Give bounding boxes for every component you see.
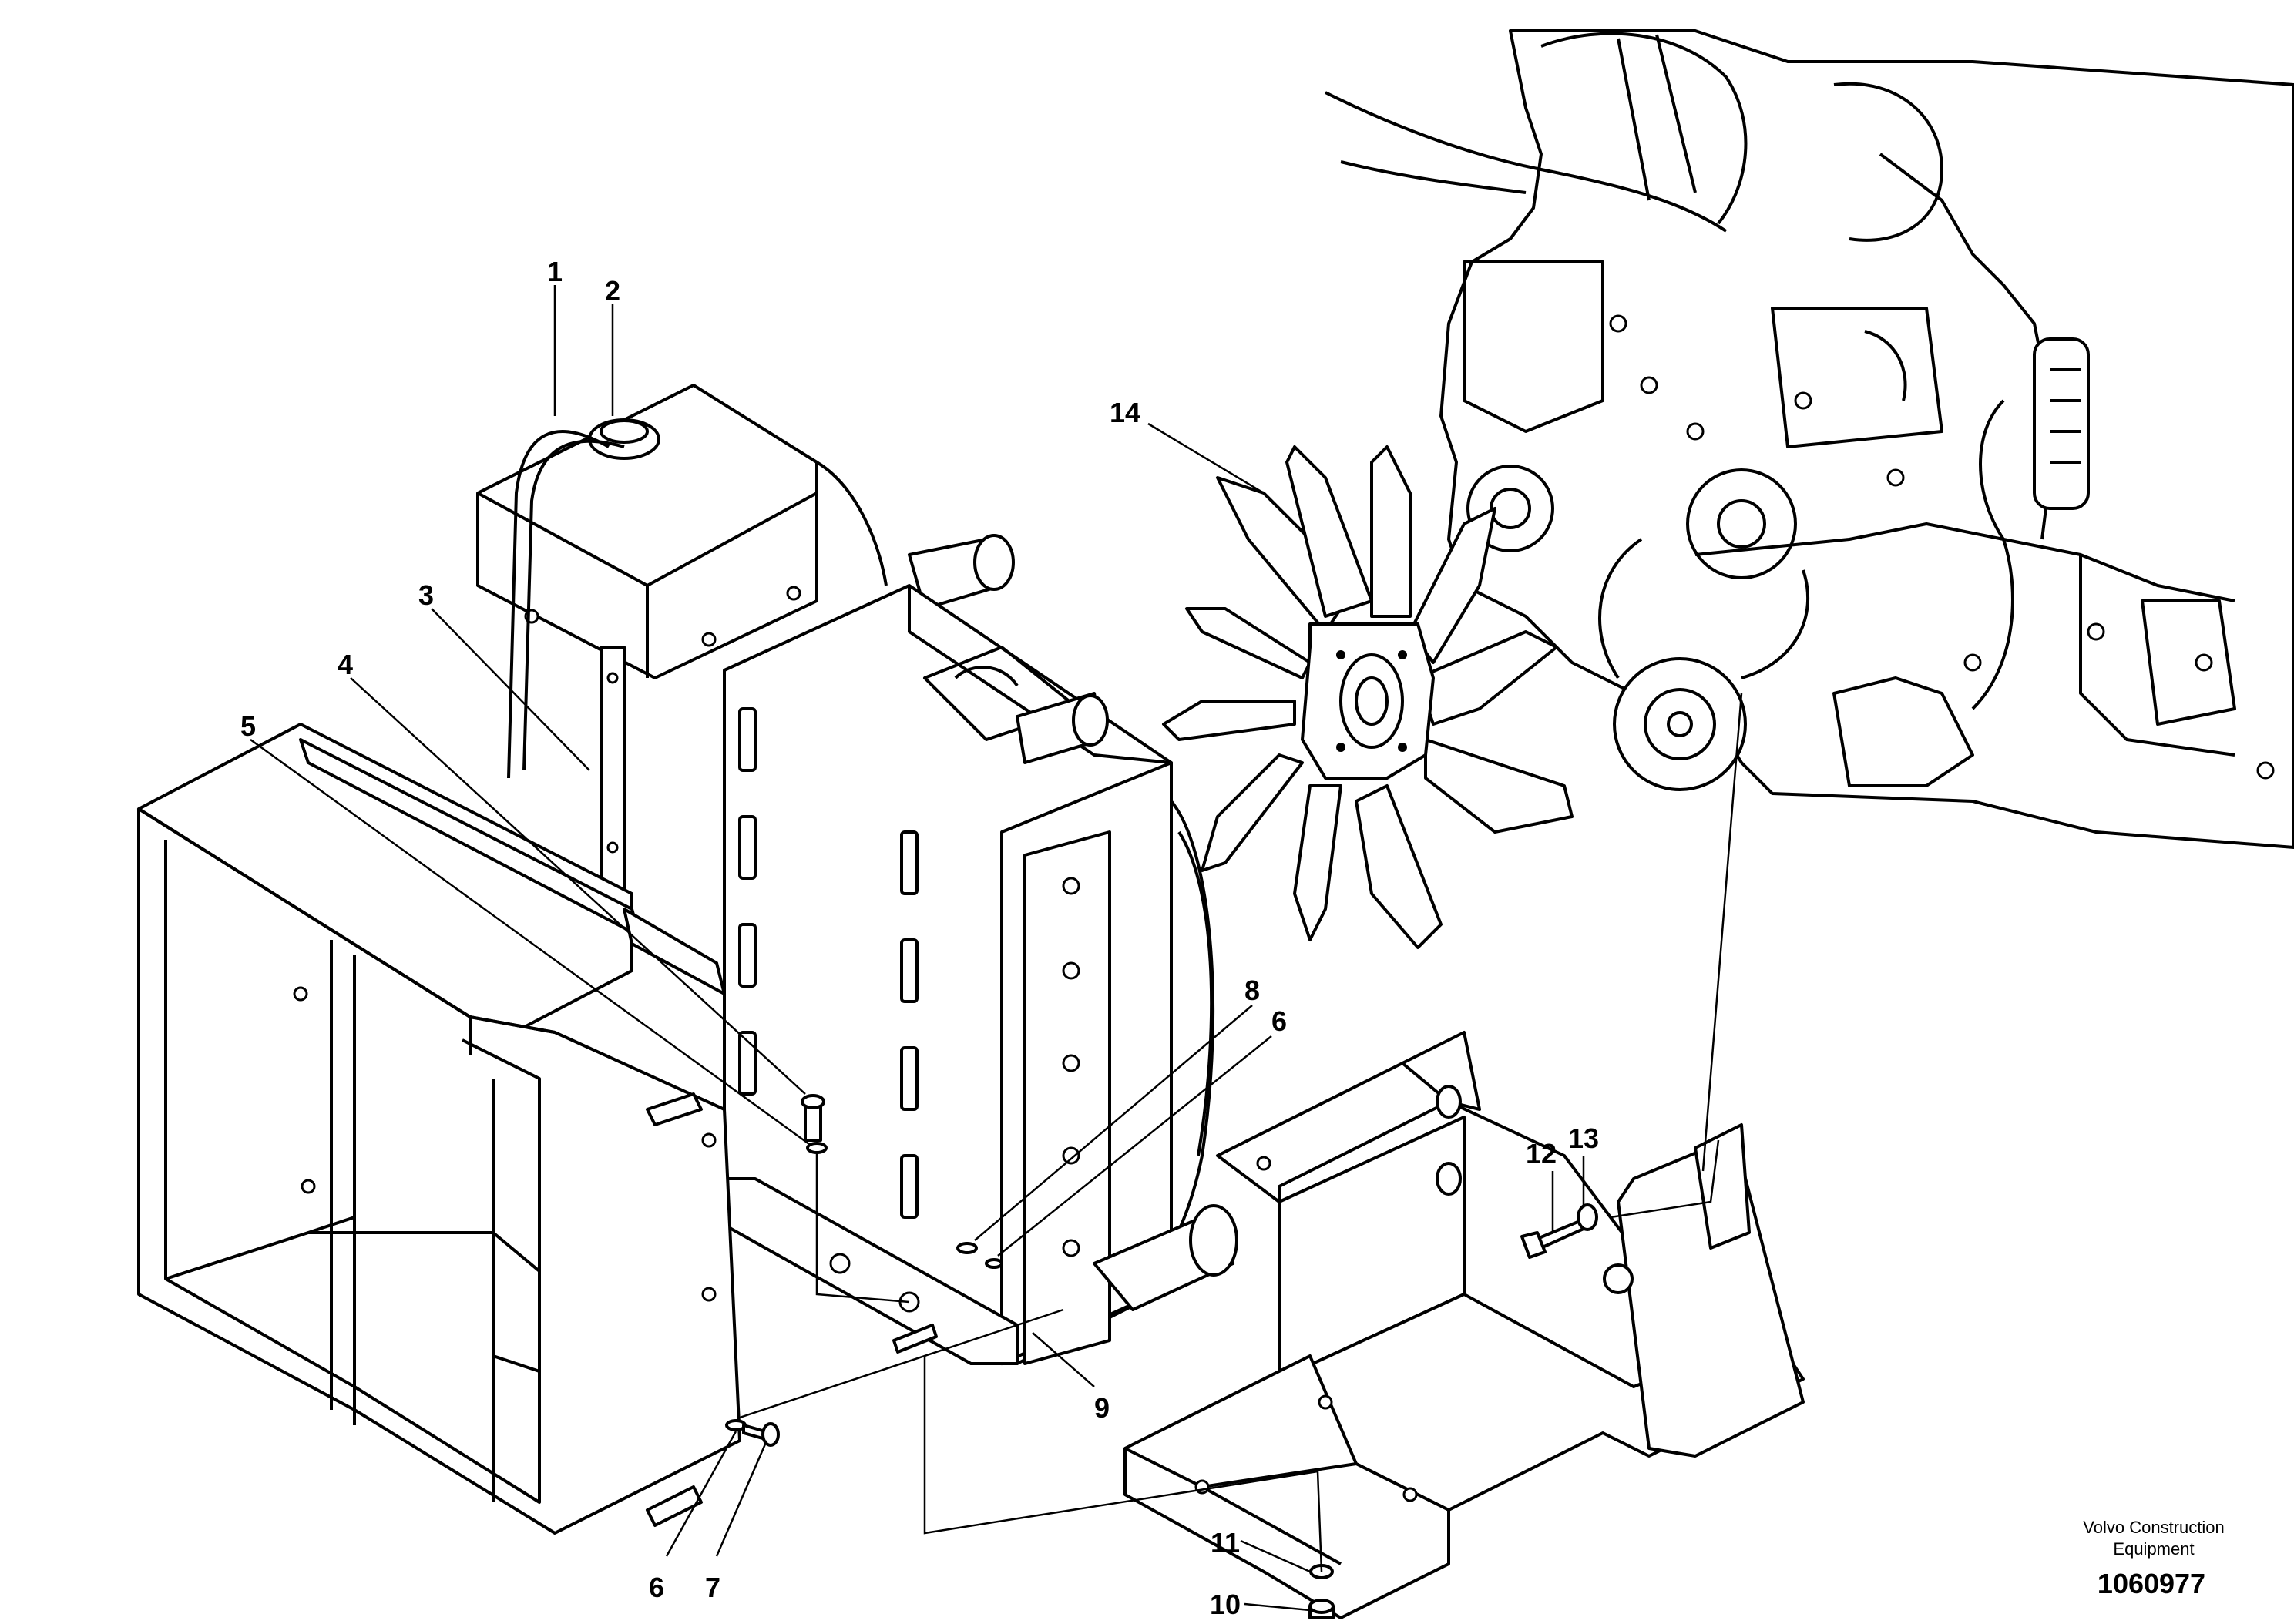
callout-11: 11 bbox=[1211, 1527, 1240, 1559]
callout-7: 7 bbox=[705, 1572, 720, 1603]
fan-shroud-frame bbox=[137, 723, 741, 1535]
callout-8: 8 bbox=[1244, 975, 1260, 1006]
radiator-side-clips bbox=[738, 707, 919, 1219]
callout-6-upper: 6 bbox=[1271, 1005, 1287, 1037]
callout-4: 4 bbox=[338, 649, 353, 680]
callout-9: 9 bbox=[1094, 1392, 1110, 1424]
support-bracket bbox=[1123, 1031, 1805, 1619]
callout-14: 14 bbox=[1110, 397, 1140, 428]
credit-line-1: Volvo Construction bbox=[2083, 1518, 2224, 1537]
fasteners bbox=[725, 1094, 1598, 1619]
cooling-fan bbox=[1162, 445, 1574, 949]
callout-10: 10 bbox=[1210, 1589, 1241, 1620]
credit-block: Volvo Construction Equipment 1060977 bbox=[2083, 1518, 2224, 1599]
callout-2: 2 bbox=[605, 275, 620, 307]
callout-5: 5 bbox=[240, 710, 256, 742]
engine-block bbox=[1325, 29, 2294, 849]
callout-13: 13 bbox=[1568, 1122, 1599, 1154]
leader-lines bbox=[250, 285, 1743, 1612]
callout-labels: 1 2 3 4 5 6 7 8 6 9 10 11 12 13 14 bbox=[240, 256, 1599, 1620]
callout-3: 3 bbox=[418, 579, 434, 611]
callout-1: 1 bbox=[547, 256, 563, 287]
document-number: 1060977 bbox=[2098, 1568, 2205, 1599]
callout-12: 12 bbox=[1526, 1138, 1557, 1169]
credit-line-2: Equipment bbox=[2113, 1539, 2194, 1559]
callout-6-lower: 6 bbox=[649, 1572, 664, 1603]
